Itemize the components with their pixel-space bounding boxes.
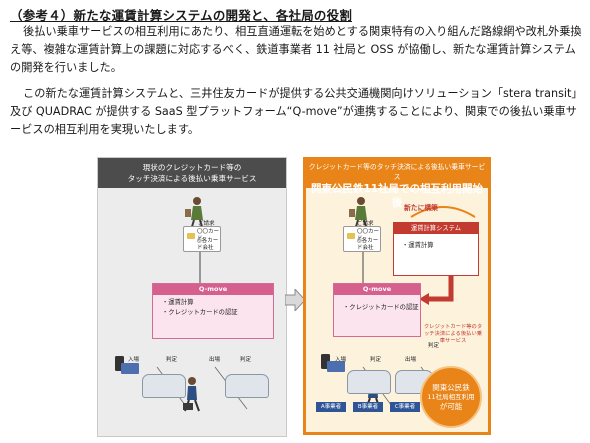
- badge-line-2: 11社局相互利用: [427, 392, 475, 401]
- mutual-header-line2: 関東公民鉄11社局での相互利用開始後: [310, 183, 484, 209]
- exit-label: 出場: [209, 357, 221, 363]
- ticket-gate-entry: [347, 370, 391, 394]
- badge-line-3: が可能: [439, 402, 463, 411]
- qmove-item-auth: ・クレジットカードの認証: [162, 309, 238, 316]
- check-label-1: 判定: [370, 357, 382, 363]
- current-service-illustration: [115, 197, 248, 412]
- current-service-header: 現状のクレジットカード等の タッチ決済による後払い乗車サービス: [98, 158, 286, 188]
- operator-lane-b: B事業者: [353, 402, 383, 412]
- enter-label: 入場: [335, 357, 347, 363]
- check-label-2: 判定: [428, 343, 440, 349]
- card-issuer: ◎各カード会社: [197, 238, 219, 251]
- operator-lane-c: C事業者: [390, 402, 420, 412]
- request-label: ご請求: [357, 221, 374, 227]
- fare-system-title: 運賃計算システム: [394, 223, 478, 234]
- ticket-gate-entry: [142, 374, 186, 398]
- credit-card-icon: 〇〇カード ◎各カード会社: [343, 226, 381, 252]
- qmove-title: Q-move: [334, 284, 420, 295]
- credit-card-icon: [327, 361, 345, 372]
- qmove-item-auth: ・クレジットカードの認証: [343, 304, 419, 311]
- arrow-right-icon: [285, 289, 305, 311]
- credit-card-icon: 〇〇カード ◎各カード会社: [183, 226, 221, 252]
- paragraph-1: 後払い乗車サービスの相互利用にあたり、相互直通運転を始めとする関東特有の入り組ん…: [10, 25, 582, 74]
- card-issuer: ◎各カード会社: [357, 238, 379, 251]
- new-build-label: 新たに構築: [404, 204, 438, 212]
- rider-icon: [349, 197, 368, 231]
- paragraph-2: この新たな運賃計算システムと、三井住友カードが提供する公共交通機関向けソリューシ…: [10, 87, 578, 136]
- current-header-line1: 現状のクレジットカード等の: [142, 163, 242, 172]
- mutual-use-badge: 関東公民鉄 11社局相互利用 が可能: [420, 366, 482, 428]
- qmove-box: Q-move ・クレジットカードの認証: [333, 283, 421, 337]
- exit-label: 出場: [405, 357, 417, 363]
- service-note: クレジットカード等のタッチ決済による後払い乗車サービス: [423, 324, 483, 344]
- check-label-1: 判定: [166, 357, 178, 363]
- mutual-header-line1: クレジットカード等のタッチ決済による後払い乗車サービス: [308, 163, 486, 181]
- commuter-icon: [183, 377, 200, 412]
- ticket-gate-exit: [225, 374, 269, 398]
- qmove-box: Q-move ・運賃計算 ・クレジットカードの認証: [152, 283, 274, 339]
- section-heading: （参考４）新たな運賃計算システムの開発と、各社局の役割: [10, 8, 353, 23]
- credit-card-icon: [121, 363, 139, 374]
- card-name: 〇〇カード: [197, 229, 220, 242]
- card-name: 〇〇カード: [357, 229, 380, 242]
- mutual-use-header: クレジットカード等のタッチ決済による後払い乗車サービス 関東公民鉄11社局での相…: [306, 160, 488, 209]
- operator-lane-a: A事業者: [316, 402, 346, 412]
- request-label: ご請求: [198, 221, 215, 227]
- enter-label: 入場: [128, 357, 140, 363]
- qmove-title: Q-move: [153, 284, 273, 295]
- link-arrow-icon: [429, 275, 454, 302]
- fare-system-item: ・運賃計算: [402, 242, 434, 249]
- curved-arrow-icon: [410, 206, 476, 218]
- current-header-line2: タッチ決済による後払い乗車サービス: [127, 174, 257, 183]
- fare-calc-system-box: 運賃計算システム ・運賃計算: [393, 222, 479, 276]
- qmove-item-fare: ・運賃計算: [162, 299, 194, 306]
- check-label-2: 判定: [240, 357, 252, 363]
- badge-line-1: 関東公民鉄: [432, 383, 470, 392]
